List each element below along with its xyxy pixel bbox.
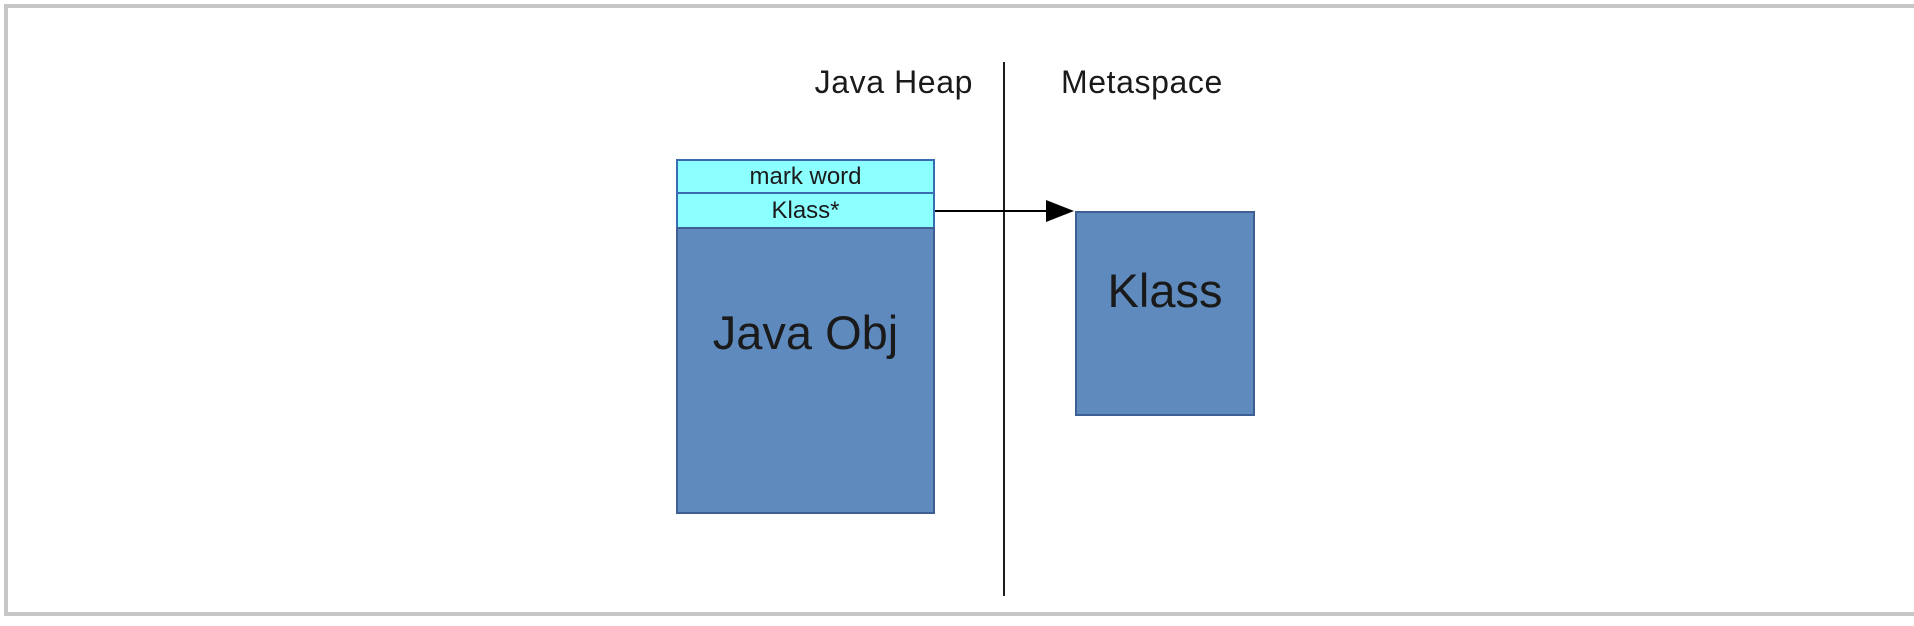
- window-frame: [4, 4, 1914, 616]
- java-object-box: mark word Klass* Java Obj: [676, 159, 935, 514]
- mark-word-cell: mark word: [676, 159, 935, 194]
- heap-region-label: Java Heap: [814, 64, 973, 100]
- java-object-body: Java Obj: [676, 227, 935, 514]
- mark-word-label: mark word: [749, 162, 862, 190]
- java-object-label: Java Obj: [712, 306, 899, 359]
- metaspace-region-label: Metaspace: [1061, 64, 1223, 100]
- region-divider-line: [1003, 62, 1005, 596]
- arrowhead-icon: [1046, 200, 1074, 222]
- klass-pointer-cell: Klass*: [676, 192, 935, 229]
- klass-box: Klass: [1075, 211, 1255, 416]
- klass-label: Klass: [1107, 264, 1223, 317]
- klass-pointer-arrow-line: [935, 210, 1047, 212]
- klass-pointer-label: Klass*: [771, 196, 840, 224]
